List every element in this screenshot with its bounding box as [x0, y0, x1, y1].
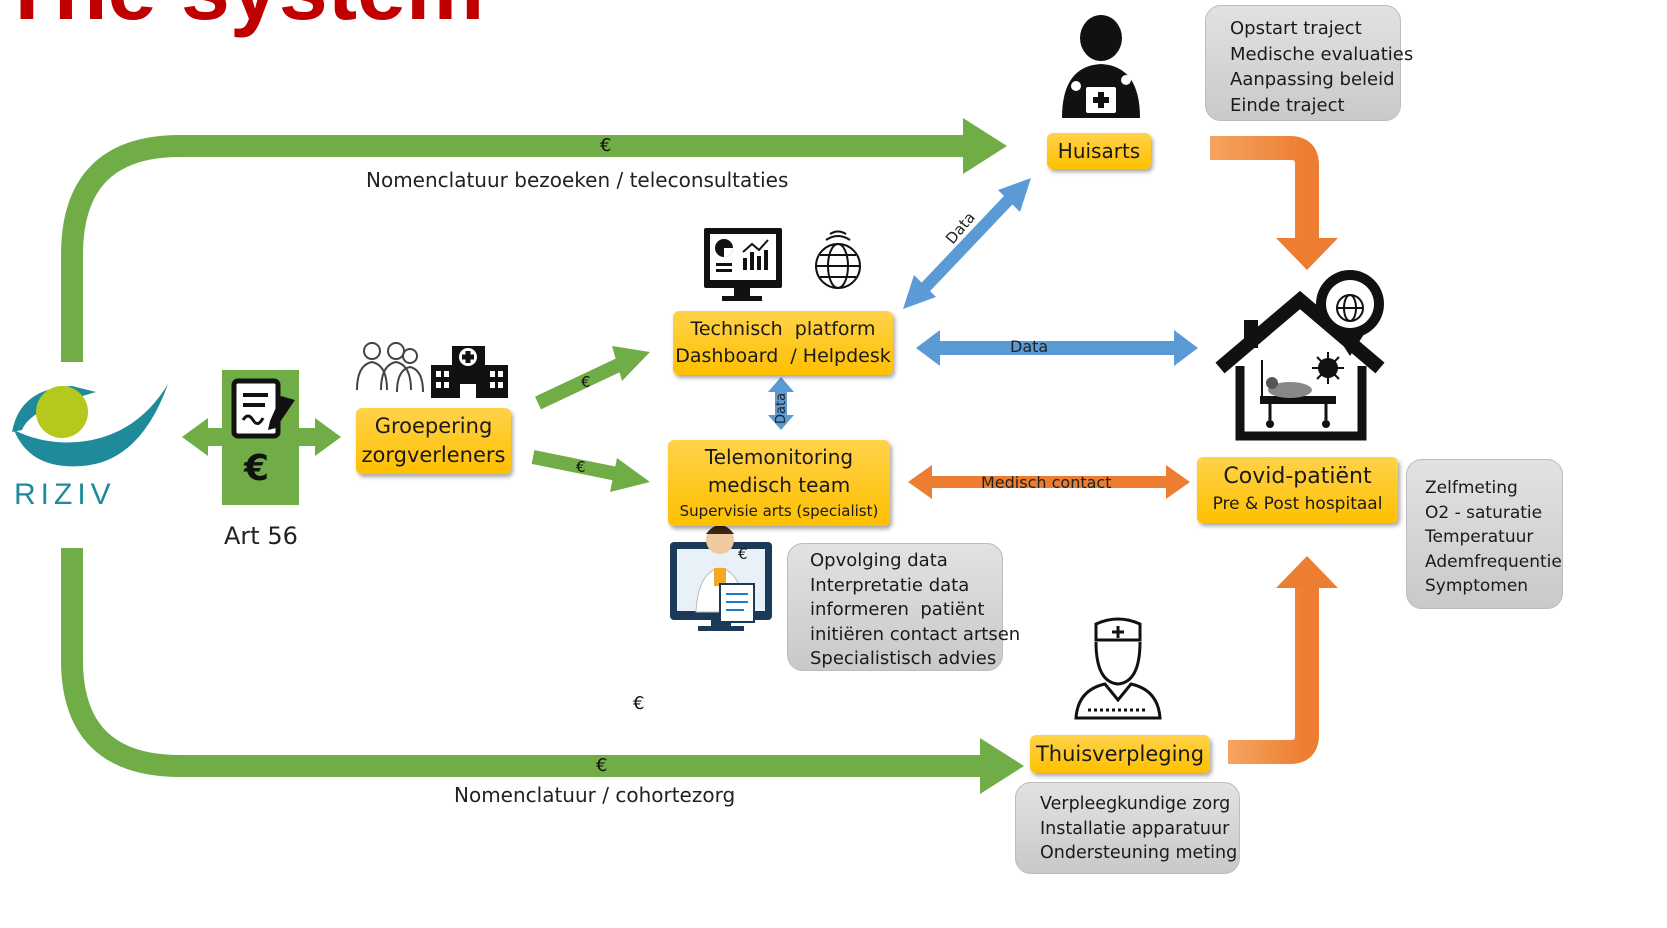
patient-task: Zelfmeting — [1425, 478, 1518, 498]
telemonitoring-line-3: Supervisie arts (specialist) — [679, 502, 879, 520]
huisarts-task: Einde traject — [1230, 94, 1345, 116]
euro-bottom-arrow: € — [596, 755, 608, 776]
blue-vert-head-bottom — [768, 415, 794, 430]
blue-vert-head-top — [768, 377, 794, 392]
data-label-vertical: Data — [774, 392, 789, 424]
telemonitoring-box: Telemonitoring medisch team Supervisie a… — [668, 440, 890, 526]
euro-to-platform: € — [581, 373, 591, 391]
euro-telemonitoring-icon: € — [738, 545, 748, 563]
patient-task: Symptomen — [1425, 576, 1529, 596]
groepering-box: Groepering zorgverleners — [356, 408, 511, 474]
patient-task: O2 - saturatie — [1425, 502, 1543, 523]
thuis-task: Verpleegkundige zorg — [1040, 794, 1231, 814]
orange-arrow-top-head — [1276, 238, 1338, 270]
art56-left-head — [182, 418, 208, 456]
patient-task: Temperatuur — [1425, 527, 1534, 547]
technisch-line-1: Technisch platform — [690, 318, 876, 340]
bottom-green-arrowhead — [980, 738, 1024, 794]
blue-horiz-head-left — [916, 330, 940, 366]
document-signature-icon — [231, 378, 295, 439]
orange-arrow-top — [1210, 136, 1319, 240]
telemonitoring-line-1: Telemonitoring — [704, 445, 854, 469]
groepering-line-2: zorgverleners — [361, 443, 506, 467]
blue-diag-head-top — [998, 178, 1031, 212]
patient-house-icon — [1215, 270, 1385, 441]
patient-task: Ademfrequentie — [1425, 551, 1562, 572]
covid-line-2: Pre & Post hospitaal — [1212, 494, 1383, 514]
medisch-contact-label: Medisch contact — [981, 473, 1112, 492]
thuis-task: Ondersteuning meting — [1040, 843, 1238, 863]
telemonitoring-task: informeren patiënt — [810, 599, 985, 620]
huisarts-task: Aanpassing beleid — [1230, 69, 1395, 90]
orange-arrow-bottom — [1228, 585, 1319, 764]
riziv-logo — [12, 384, 168, 467]
globe-icon — [815, 230, 861, 289]
covid-patient-box: Covid-patiënt Pre & Post hospitaal — [1197, 457, 1398, 523]
data-label-horizontal: Data — [1010, 337, 1049, 356]
bottom-green-arrow — [61, 548, 993, 777]
euro-to-telemonitoring: € — [576, 458, 586, 476]
telemonitoring-task: initiëren contact artsen — [810, 623, 1021, 645]
hospital-icon — [431, 346, 508, 398]
thuis-task: Installatie apparatuur — [1040, 818, 1230, 839]
dashboard-monitor-icon — [704, 228, 782, 301]
art56-right-head — [315, 418, 341, 456]
top-green-arrow — [61, 135, 975, 362]
doctors-group-icon — [356, 342, 424, 393]
top-arrow-label: Nomenclatuur bezoeken / teleconsultaties — [366, 168, 789, 192]
huisarts-box: Huisarts — [1047, 133, 1151, 169]
riziv-label: RIZIV — [14, 478, 116, 511]
patient-tasks-box: Zelfmeting O2 - saturatie Temperatuur Ad… — [1406, 459, 1563, 609]
nurse-icon — [1074, 617, 1162, 720]
art56-euro-sign: € — [244, 448, 270, 489]
covid-line-1: Covid-patiënt — [1223, 464, 1372, 489]
telemonitoring-task: Specialistisch advies — [810, 648, 997, 669]
huisarts-task: Medische evaluaties — [1230, 43, 1414, 65]
green-arrow-to-telemonitoring-head — [610, 458, 650, 492]
euro-floating: € — [633, 693, 645, 714]
page-title: The system — [0, 0, 484, 33]
orange-arrow-bottom-head — [1276, 556, 1338, 588]
euro-top-arrow: € — [600, 135, 612, 156]
telemonitoring-task: Interpretatie data — [810, 574, 970, 596]
groepering-line-1: Groepering — [374, 414, 493, 438]
art56-label: Art 56 — [224, 522, 298, 550]
bottom-arrow-label: Nomenclatuur / cohortezorg — [454, 783, 736, 807]
thuisverpleging-tasks-box: Verpleegkundige zorg Installatie apparat… — [1015, 782, 1240, 874]
green-arrow-to-platform-head — [612, 346, 650, 381]
doctor-icon — [1062, 15, 1140, 118]
blue-diag-head-bottom — [903, 275, 936, 309]
telemonitoring-tasks-box: Opvolging data Interpretatie data inform… — [787, 543, 1021, 671]
thuisverpleging-box: Thuisverpleging — [1030, 735, 1210, 773]
technisch-platform-box: Technisch platform Dashboard / Helpdesk — [673, 311, 893, 375]
telemonitoring-line-2: medisch team — [707, 473, 851, 497]
doctor-on-screen-icon — [670, 525, 772, 631]
top-green-arrowhead — [963, 118, 1007, 174]
huisarts-tasks-box: Opstart traject Medische evaluaties Aanp… — [1205, 5, 1414, 121]
huisarts-task: Opstart traject — [1230, 18, 1362, 39]
telemonitoring-task: Opvolging data — [810, 550, 948, 571]
orange-horiz-head-right — [1166, 465, 1190, 499]
blue-horiz-head-right — [1174, 330, 1198, 366]
orange-horiz-head-left — [908, 465, 932, 499]
technisch-line-2: Dashboard / Helpdesk — [675, 345, 891, 367]
